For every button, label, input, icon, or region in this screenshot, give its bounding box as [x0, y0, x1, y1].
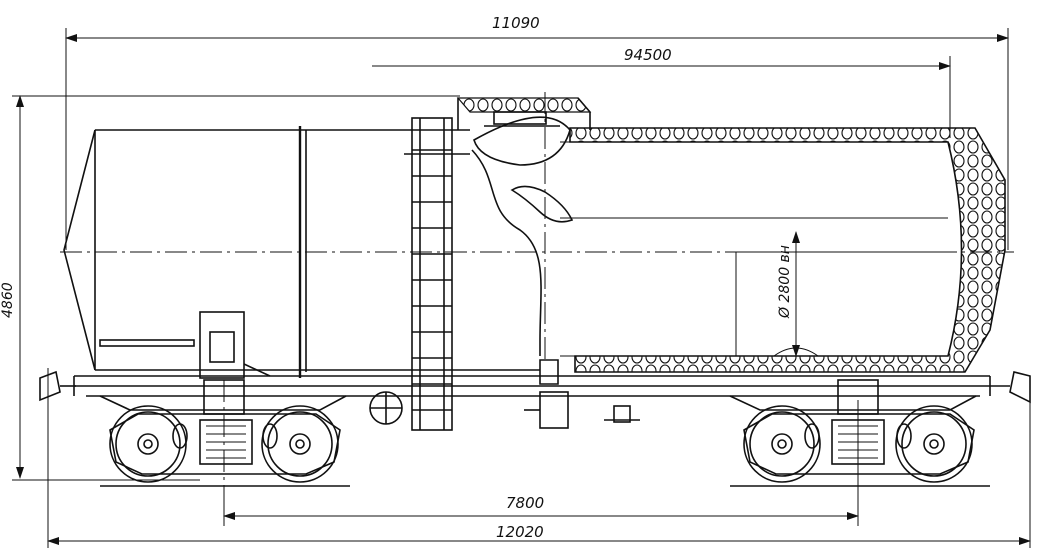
brake-wheel — [369, 391, 403, 425]
dimension-overall-bottom: 12020 — [47, 398, 1031, 548]
tank-insulation — [456, 97, 1006, 373]
diameter-label: Ø 2800 вн — [777, 245, 793, 319]
dim-overall-bottom-label: 12020 — [496, 523, 544, 541]
dimension-height: 4860 — [0, 95, 460, 481]
dimension-tank-length: 94500 — [372, 46, 951, 138]
drain-pipe-fittings — [524, 391, 640, 429]
right-coupler — [990, 371, 1031, 404]
dim-tank-length-label: 94500 — [624, 46, 672, 64]
end-platform — [99, 311, 271, 379]
dim-bogie-base-label: 7800 — [506, 494, 544, 512]
left-coupler — [39, 368, 76, 408]
dimension-bogie-base: 7800 — [223, 400, 859, 526]
left-bogie — [100, 379, 350, 487]
right-bogie — [730, 379, 990, 487]
diameter-callout: Ø 2800 вн — [773, 231, 819, 357]
dim-overall-top-label: 11090 — [492, 14, 540, 32]
ladder — [404, 117, 470, 431]
dim-height-label: 4860 — [0, 282, 16, 318]
dimension-overall-top: 11090 — [65, 14, 1009, 250]
tank-dome — [457, 97, 591, 166]
drain-valve-section — [510, 185, 574, 223]
